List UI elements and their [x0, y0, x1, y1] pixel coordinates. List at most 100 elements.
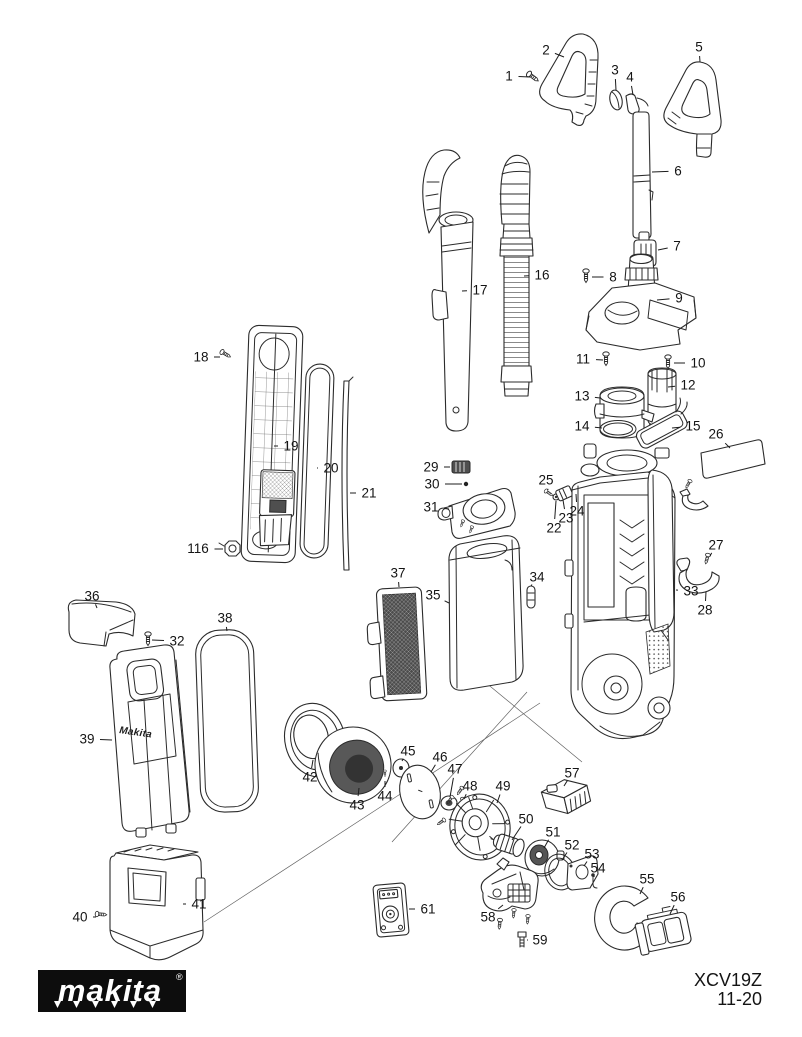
part-46-disc [399, 764, 441, 820]
part-41-lower-cover [109, 844, 206, 961]
part-13-hose-collar [593, 386, 655, 439]
part-38-gasket [195, 629, 259, 813]
callout-49: 49 [495, 779, 510, 794]
callout-55: 55 [639, 872, 654, 887]
callout-leader-47 [449, 777, 454, 798]
callout-53: 53 [584, 847, 599, 862]
callout-20: 20 [323, 461, 338, 476]
callout-leader-51 [543, 839, 550, 849]
callout-35: 35 [425, 588, 440, 603]
callout-26: 26 [708, 427, 723, 442]
part-6-handle-pipe [632, 111, 654, 239]
part-33-main-body [564, 443, 676, 740]
callout-leader-57 [563, 780, 568, 787]
callout-leader-1 [518, 76, 531, 78]
part-30-pin [463, 481, 469, 487]
callout-leader-42 [311, 759, 314, 769]
callout-28: 28 [697, 603, 712, 618]
callout-leader-3 [614, 78, 617, 91]
part-4-latch [625, 93, 649, 115]
callout-34: 34 [529, 570, 545, 585]
callout-leader-36 [95, 604, 98, 609]
callout-39: 39 [79, 732, 94, 747]
callout-leader-35 [444, 600, 450, 604]
callout-leader-50 [511, 826, 522, 841]
callout-leader-13 [594, 396, 601, 399]
callout-12: 12 [680, 378, 695, 393]
callout-10: 10 [690, 356, 705, 371]
callout-40: 40 [72, 910, 87, 925]
callout-leader-39 [99, 739, 113, 741]
callout-leader-56 [669, 904, 675, 915]
part-36-top-cap [67, 599, 136, 647]
callout-leader-15 [671, 426, 681, 429]
revision-date: 11-20 [717, 989, 762, 1009]
callout-24: 24 [569, 504, 585, 519]
callout-30: 30 [424, 477, 439, 492]
part-61-switch-plate [372, 882, 410, 938]
callout-37: 37 [390, 566, 405, 581]
callout-33: 33 [683, 584, 698, 599]
callout-17: 17 [472, 283, 487, 298]
callout-14: 14 [574, 419, 590, 434]
part-31-fan-cover [437, 487, 516, 539]
callout-11: 11 [576, 352, 590, 367]
callout-leader-55 [639, 886, 644, 895]
callout-leader-45 [401, 758, 404, 762]
callout-48: 48 [462, 779, 477, 794]
callout-leader-26 [724, 442, 731, 449]
callout-8: 8 [609, 270, 617, 285]
callout-leader-43 [357, 787, 360, 797]
makita-logo-box [38, 970, 186, 1012]
upper-cord-hook [679, 478, 709, 511]
callout-52: 52 [564, 838, 579, 853]
part-25-screw [543, 487, 555, 498]
part-57-housing-cap [540, 779, 592, 815]
callout-21: 21 [361, 486, 376, 501]
part-58-bracket [480, 857, 539, 912]
footer: makita ® XCV19Z 11-20 [38, 970, 762, 1012]
callout-4: 4 [626, 70, 634, 85]
part-34-pin [526, 585, 536, 609]
callout-116: 116 [187, 541, 209, 556]
part-50-motor [490, 833, 525, 858]
part-40-screw [94, 910, 108, 918]
callout-18: 18 [193, 350, 208, 365]
callout-6: 6 [674, 164, 682, 179]
callout-46: 46 [432, 750, 447, 765]
part-15-plate [635, 397, 688, 449]
callout-9: 9 [675, 291, 683, 306]
callout-leader-23 [562, 499, 565, 510]
part-5-handle-grip [663, 61, 722, 158]
part-32-screw [144, 631, 152, 646]
callout-59: 59 [532, 933, 547, 948]
callout-leader-58 [497, 904, 504, 910]
part-19-frame [240, 324, 304, 564]
part-54-pin [591, 873, 598, 889]
part-116-bolt [218, 540, 241, 557]
callout-7: 7 [673, 239, 681, 254]
part-28-cord-hook [676, 557, 720, 594]
callout-leader-6 [651, 170, 669, 173]
callout-43: 43 [349, 798, 364, 813]
callout-44: 44 [377, 789, 393, 804]
callout-2: 2 [542, 43, 550, 58]
part-10-screw [664, 354, 672, 369]
part-43-ring [314, 726, 392, 804]
part-27-screw [702, 552, 712, 565]
part-59-screws [496, 907, 531, 948]
model-number: XCV19Z [694, 970, 762, 990]
callout-42: 42 [302, 770, 317, 785]
callout-51: 51 [545, 825, 560, 840]
callout-leader-32 [151, 639, 165, 641]
part-3-sleeve [609, 89, 623, 111]
callout-61: 61 [420, 902, 435, 917]
callout-27: 27 [708, 538, 723, 553]
callout-leader-31 [443, 507, 450, 510]
callout-leader-27 [709, 552, 713, 557]
part-53-plate [566, 855, 599, 891]
callout-41: 41 [191, 897, 206, 912]
callout-leader-28 [705, 591, 707, 602]
